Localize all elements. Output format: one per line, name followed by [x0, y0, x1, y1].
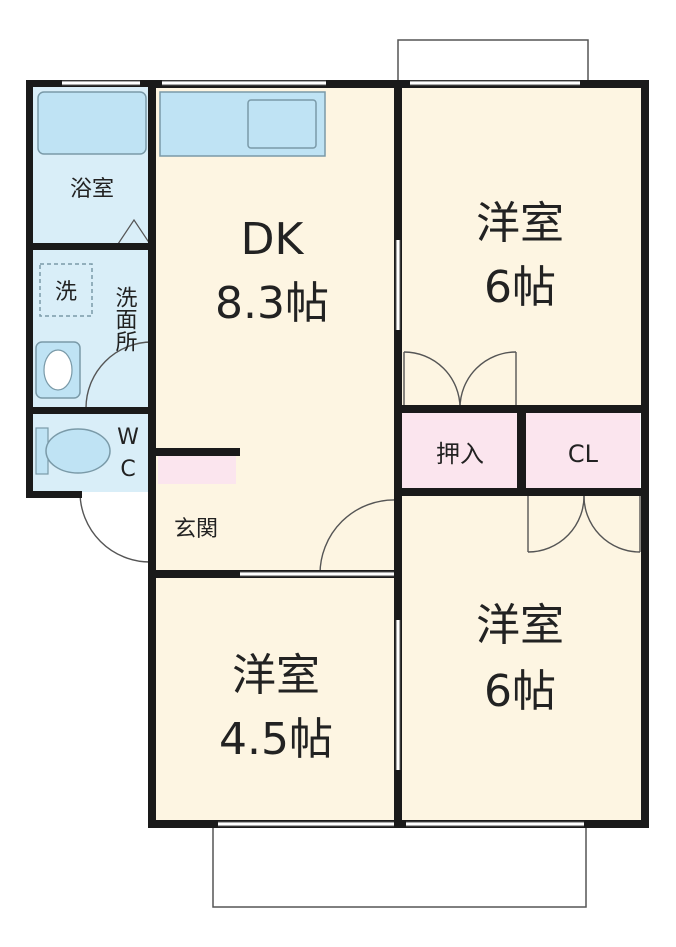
wc-label-c: C [120, 457, 135, 482]
western-bottom-right-size: 6帖 [484, 666, 556, 717]
western-top-name: 洋室 [476, 198, 564, 249]
washroom-label: 洗面所 [112, 286, 138, 352]
window-frames [62, 80, 584, 827]
western-bottom-left-name: 洋室 [232, 650, 320, 701]
western-bottom-right-floor [400, 494, 642, 820]
wash-basin-bowl [43, 349, 73, 391]
western-bottom-right-name: 洋室 [476, 600, 564, 651]
toilet-bowl [45, 428, 111, 474]
western-top-floor [400, 86, 642, 408]
bath-label: 浴室 [70, 177, 114, 202]
kitchen-sink [247, 99, 317, 149]
dk-size: 8.3帖 [215, 278, 329, 329]
window-openings [62, 80, 584, 827]
entrance-label: 玄関 [174, 517, 218, 542]
oshiire-label: 押入 [436, 440, 484, 468]
cl-floor [526, 412, 640, 490]
bathtub [37, 91, 147, 155]
dk-name: DK [241, 214, 305, 265]
wc-label-w: W [117, 425, 139, 450]
washer-space [39, 263, 93, 317]
western-top-size: 6帖 [484, 262, 556, 313]
oshiire-floor [402, 412, 520, 490]
western-bottom-left-size: 4.5帖 [219, 714, 333, 765]
western-bottom-left-floor [156, 578, 398, 820]
entrance-step [158, 456, 236, 484]
washer-label: 洗 [55, 280, 77, 305]
balcony-top [397, 39, 589, 86]
cl-label: CL [568, 440, 599, 468]
balcony-bottom [212, 821, 587, 908]
